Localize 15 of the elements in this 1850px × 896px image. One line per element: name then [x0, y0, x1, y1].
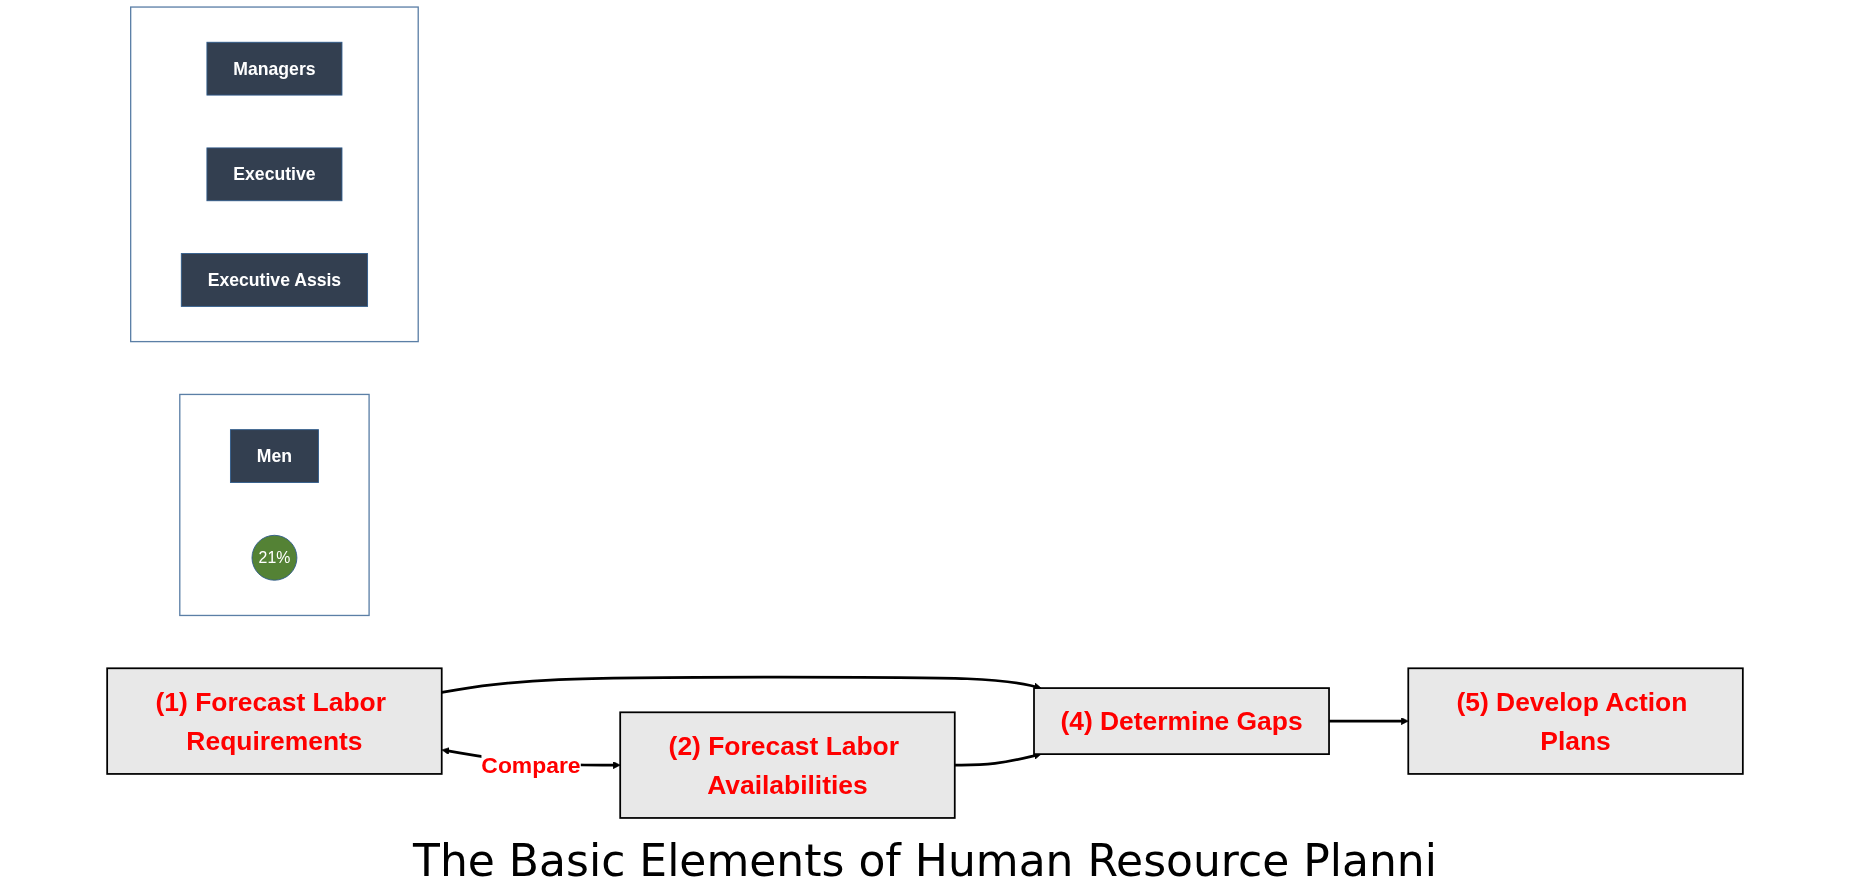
arrow — [441, 675, 1042, 694]
node-circle: 21% — [251, 534, 298, 581]
node-box: (1) Forecast Labor Requirements — [106, 667, 443, 775]
node-box: (5) Develop Action Plans — [1407, 667, 1744, 775]
node-box: Managers — [206, 41, 343, 96]
node-box: Executive — [206, 147, 343, 202]
node-box: Men — [230, 429, 319, 483]
node-box: Executive Assis — [180, 253, 368, 307]
cluster — [179, 393, 370, 617]
diagram-title: The Basic Elements of Human Resource Planni — [413, 835, 1437, 886]
arrow — [1329, 717, 1409, 725]
node-box: (4) Determine Gaps — [1033, 687, 1330, 755]
node-box: (2) Forecast Labor Availabilities — [619, 711, 956, 819]
edge-label: Compare — [481, 751, 581, 778]
cluster — [130, 6, 419, 343]
